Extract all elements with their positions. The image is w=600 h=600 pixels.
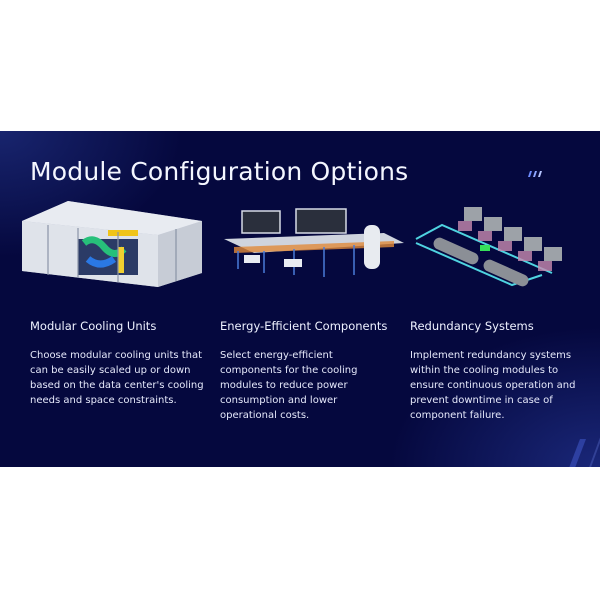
redundant-chiller-array-image bbox=[415, 207, 562, 287]
option-heading: Redundancy Systems bbox=[410, 319, 534, 333]
slide-title: Module Configuration Options bbox=[30, 157, 409, 186]
modular-cooling-unit-image bbox=[22, 201, 202, 287]
option-heading: Energy-Efficient Components bbox=[220, 319, 388, 333]
option-heading: Modular Cooling Units bbox=[30, 319, 157, 333]
option-description: Select energy-efficient components for t… bbox=[220, 350, 358, 421]
option-description: Implement redundancy systems within the … bbox=[410, 350, 576, 421]
option-redundancy-systems: Redundancy Systems Implement redundancy … bbox=[410, 319, 590, 423]
slash-decoration-icon bbox=[528, 171, 542, 177]
option-description: Choose modular cooling units that can be… bbox=[30, 350, 204, 406]
presentation-slide: Module Configuration Options bbox=[0, 131, 600, 467]
light-streak-decoration-icon bbox=[569, 437, 600, 467]
option-energy-efficient-components: Energy-Efficient Components Select energ… bbox=[220, 319, 395, 423]
energy-efficient-plant-image bbox=[224, 208, 404, 277]
option-modular-cooling-units: Modular Cooling Units Choose modular coo… bbox=[30, 319, 205, 408]
